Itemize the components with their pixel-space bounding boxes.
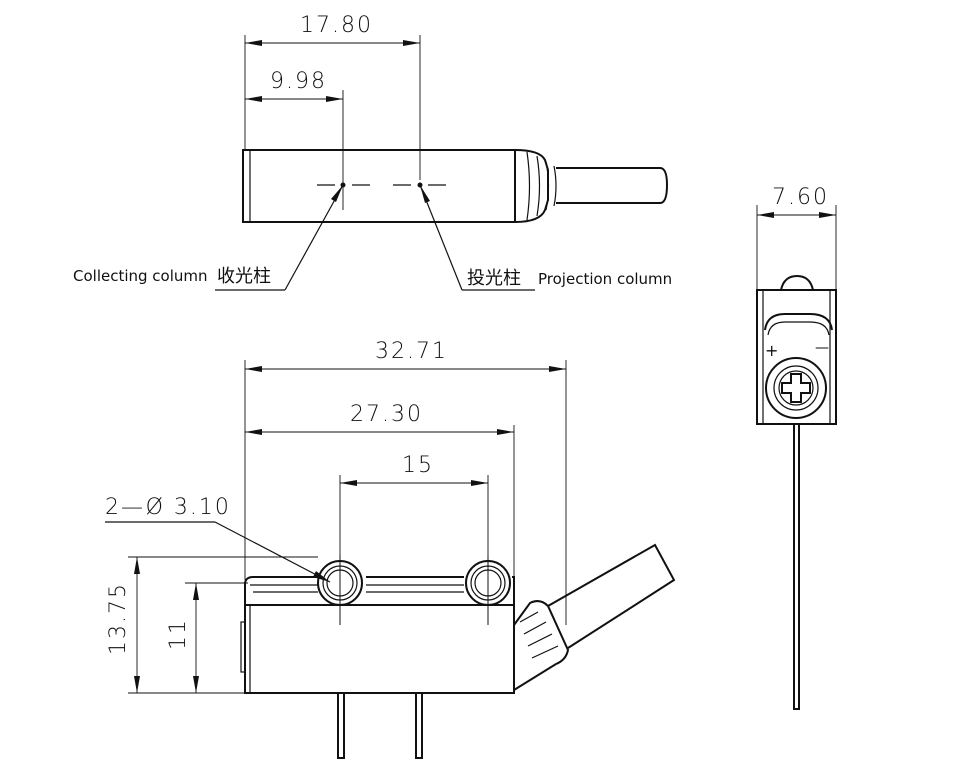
pin-right — [415, 692, 423, 759]
dim-body-height: 11 — [166, 583, 199, 693]
dim-side-width: 7.60 — [757, 185, 836, 218]
top-view: 17.80 9.98 — [73, 13, 672, 291]
top-sensor-body — [242, 149, 669, 223]
dim-side-width-label: 7.60 — [772, 185, 829, 210]
dim-overall-length: 32.71 — [245, 339, 566, 372]
dim-hole-spacing: 15 — [340, 453, 488, 486]
dim-top-width: 17.80 — [245, 13, 420, 46]
hole-spec-callout: 2—Ø 3.10 — [105, 495, 331, 583]
projection-column-mark — [393, 182, 446, 188]
front-sensor-body — [240, 576, 515, 694]
projection-column-cn-label: 投光柱 — [467, 268, 521, 289]
dim-body-height-label: 11 — [166, 618, 191, 650]
collecting-column-mark — [317, 182, 370, 188]
dim-body-length: 27.30 — [245, 402, 514, 435]
plus-sign: + — [765, 341, 778, 360]
screw-icon — [765, 357, 827, 419]
front-view: 32.71 27.30 15 2—Ø 3.10 — [105, 339, 676, 759]
collecting-leader — [215, 184, 344, 291]
hole-spec-label: 2—Ø 3.10 — [105, 495, 231, 520]
dim-hole-spacing-label: 15 — [402, 453, 434, 478]
dim-top-width-label: 17.80 — [300, 13, 373, 38]
projection-column-label: Projection column — [538, 270, 672, 288]
mounting-hole-right — [465, 555, 511, 625]
pin-left — [337, 692, 345, 759]
dim-top-offset-label: 9.98 — [270, 69, 327, 94]
mounting-hole-left — [317, 555, 363, 625]
collecting-column-label: Collecting column — [73, 267, 208, 285]
side-view: 7.60 + — — [756, 185, 837, 710]
projection-leader — [419, 184, 535, 291]
collecting-column-cn-label: 收光柱 — [217, 266, 271, 287]
dim-overall-height-label: 13.75 — [106, 582, 131, 655]
dim-top-offset: 9.98 — [245, 69, 343, 102]
dim-overall-length-label: 32.71 — [375, 339, 448, 364]
minus-sign: — — [815, 340, 829, 356]
front-cable — [513, 543, 676, 691]
dim-overall-height: 13.75 — [106, 557, 140, 693]
dim-body-length-label: 27.30 — [350, 402, 423, 427]
